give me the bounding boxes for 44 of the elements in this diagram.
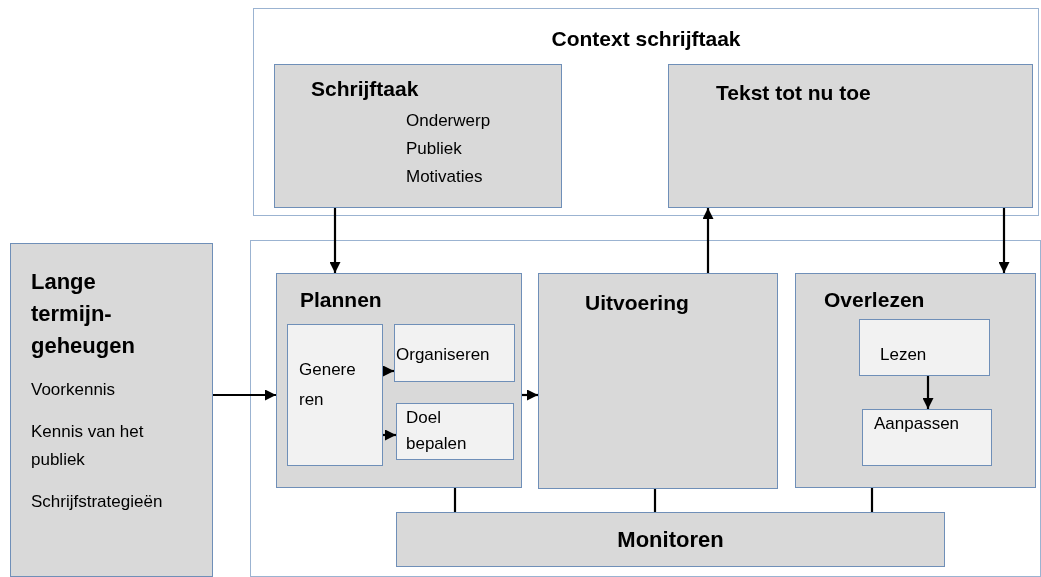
task-box bbox=[274, 64, 562, 208]
node-title: Overlezen bbox=[824, 287, 926, 313]
context-panel bbox=[253, 8, 1039, 216]
arrow bbox=[213, 389, 276, 401]
node-title: Lezen bbox=[880, 344, 928, 366]
node-text: Voorkennis bbox=[31, 379, 117, 401]
arrow bbox=[522, 389, 538, 401]
arrow bbox=[702, 208, 714, 273]
node-text: Publiek bbox=[405, 137, 463, 160]
arrow bbox=[922, 376, 934, 409]
generate-box bbox=[287, 324, 383, 466]
connector-line bbox=[653, 489, 657, 512]
node-title: Aanpassen bbox=[874, 413, 961, 435]
node-text: Kennis van het publiek bbox=[31, 421, 145, 471]
node-title: Lange termijn- geheugen bbox=[31, 268, 136, 360]
process-panel bbox=[250, 240, 1041, 577]
review-box bbox=[795, 273, 1036, 488]
node-title: Schrijftaak bbox=[310, 76, 420, 102]
adjust-box bbox=[862, 409, 992, 466]
planning-box bbox=[276, 273, 522, 488]
read-box bbox=[859, 319, 990, 376]
goal-box bbox=[396, 403, 514, 460]
connector-line bbox=[453, 488, 457, 512]
connector-line bbox=[870, 488, 874, 512]
node-title: Monitoren bbox=[617, 526, 724, 554]
memory-box bbox=[10, 243, 213, 577]
node-text: Onderwerp bbox=[405, 109, 492, 132]
node-title: Uitvoering bbox=[585, 290, 690, 316]
node-title: Organiseren bbox=[396, 344, 491, 366]
node-title: Doel bepalen bbox=[406, 407, 466, 455]
arrow bbox=[329, 208, 341, 273]
arrow bbox=[383, 365, 394, 377]
node-title: Plannen bbox=[300, 287, 383, 313]
arrow bbox=[383, 429, 396, 441]
node-text: Schrijfstrategieën bbox=[31, 491, 161, 513]
text-so-far-box bbox=[668, 64, 1033, 208]
node-title: Context schrijftaak bbox=[551, 26, 741, 52]
arrow bbox=[998, 208, 1010, 273]
organize-box bbox=[394, 324, 515, 382]
execution-box bbox=[538, 273, 778, 489]
monitor-box bbox=[396, 512, 945, 567]
node-title: Genere ren bbox=[299, 359, 357, 411]
node-title: Tekst tot nu toe bbox=[715, 80, 872, 106]
node-text: Motivaties bbox=[405, 165, 484, 188]
